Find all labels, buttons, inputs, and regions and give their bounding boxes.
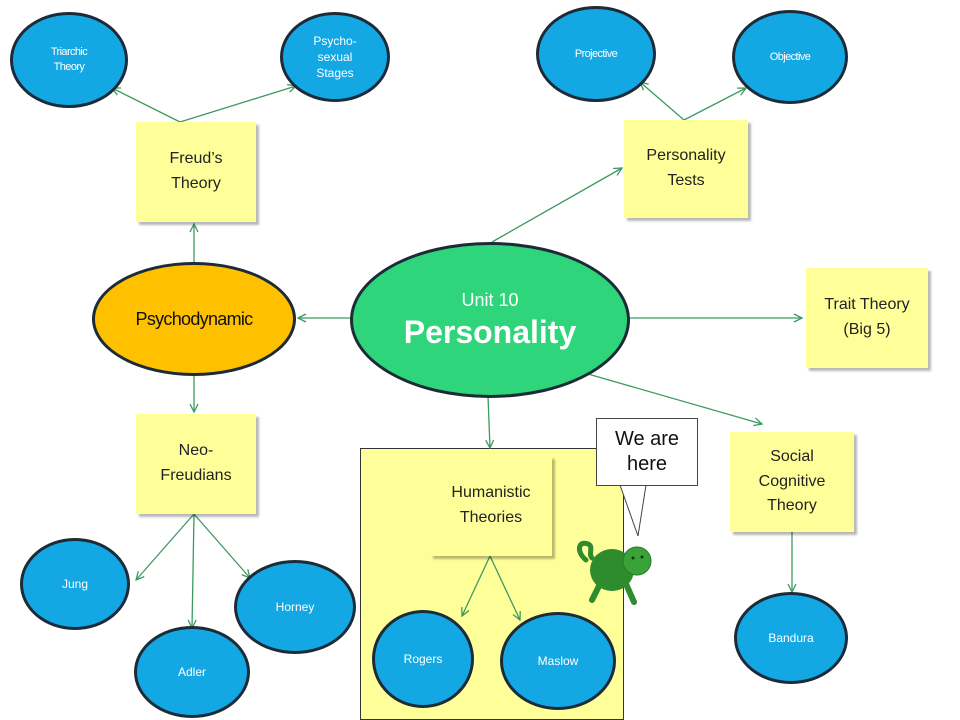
psychodynamic-label: Psychodynamic	[135, 308, 254, 329]
triarchic-theory-node: Triarchic Theory	[10, 12, 128, 108]
objective-node: Objective	[732, 10, 848, 104]
we-are-here-callout: We are here	[596, 418, 698, 486]
arrow-center-to-social-cognitive	[587, 373, 762, 424]
psychodynamic-node: Psychodynamic	[92, 262, 296, 376]
trait-theory-label: Trait Theory (Big 5)	[824, 296, 910, 338]
freuds-theory-note: Freud’s Theory	[136, 122, 256, 222]
objective-label: Objective	[769, 50, 811, 63]
social-cognitive-note: Social Cognitive Theory	[730, 432, 854, 532]
projective-node: Projective	[536, 6, 656, 102]
personality-title: Personality	[403, 313, 577, 350]
arrow-humanistic-to-rogers	[462, 555, 491, 616]
trait-theory-note: Trait Theory (Big 5)	[806, 268, 928, 368]
neo-freudians-label: Neo- Freudians	[160, 442, 232, 484]
humanistic-theories-note: Humanistic Theories	[430, 456, 552, 556]
arrow-neo-to-horney	[193, 513, 250, 578]
arrow-neo-to-adler	[192, 513, 194, 628]
adler-label: Adler	[177, 664, 206, 679]
maslow-label: Maslow	[537, 653, 579, 668]
personality-tests-label: Personality Tests	[646, 147, 726, 189]
jung-label: Jung	[61, 576, 89, 591]
we-are-here-text: We are here	[614, 428, 680, 475]
arrow-freud-to-psychosexual	[179, 86, 296, 123]
arrow-humanistic-to-maslow	[489, 555, 520, 620]
humanistic-theories-label: Humanistic Theories	[451, 484, 531, 526]
arrow-tests-to-objective	[683, 88, 746, 121]
projective-label: Projective	[574, 47, 618, 60]
arrow-tests-to-projective	[640, 82, 685, 121]
horney-node: Horney	[234, 560, 356, 654]
arrow-center-to-personality-tests	[491, 168, 622, 243]
neo-freudians-note: Neo- Freudians	[136, 414, 256, 514]
psychosexual-stages-node: Psycho- sexual Stages	[280, 12, 390, 102]
psychosexual-stages-label: Psycho- sexual Stages	[313, 33, 357, 81]
horney-label: Horney	[275, 599, 315, 614]
bandura-node: Bandura	[734, 592, 848, 684]
arrow-freud-to-triarchic	[112, 88, 181, 123]
turtle-mascot-icon	[577, 540, 652, 605]
unit-label: Unit 10	[461, 290, 519, 311]
maslow-node: Maslow	[500, 612, 616, 710]
arrow-neo-to-jung	[136, 513, 195, 580]
rogers-label: Rogers	[403, 651, 443, 666]
social-cognitive-label: Social Cognitive Theory	[758, 447, 826, 515]
bandura-label: Bandura	[768, 630, 814, 645]
jung-node: Jung	[20, 538, 130, 630]
personality-tests-note: Personality Tests	[624, 120, 748, 218]
triarchic-theory-label: Triarchic Theory	[50, 46, 88, 73]
arrow-center-to-humanistic	[488, 395, 490, 448]
freuds-theory-label: Freud’s Theory	[169, 150, 223, 192]
rogers-node: Rogers	[372, 610, 474, 708]
adler-node: Adler	[134, 626, 250, 718]
personality-center-node: Unit 10 Personality	[350, 242, 630, 398]
